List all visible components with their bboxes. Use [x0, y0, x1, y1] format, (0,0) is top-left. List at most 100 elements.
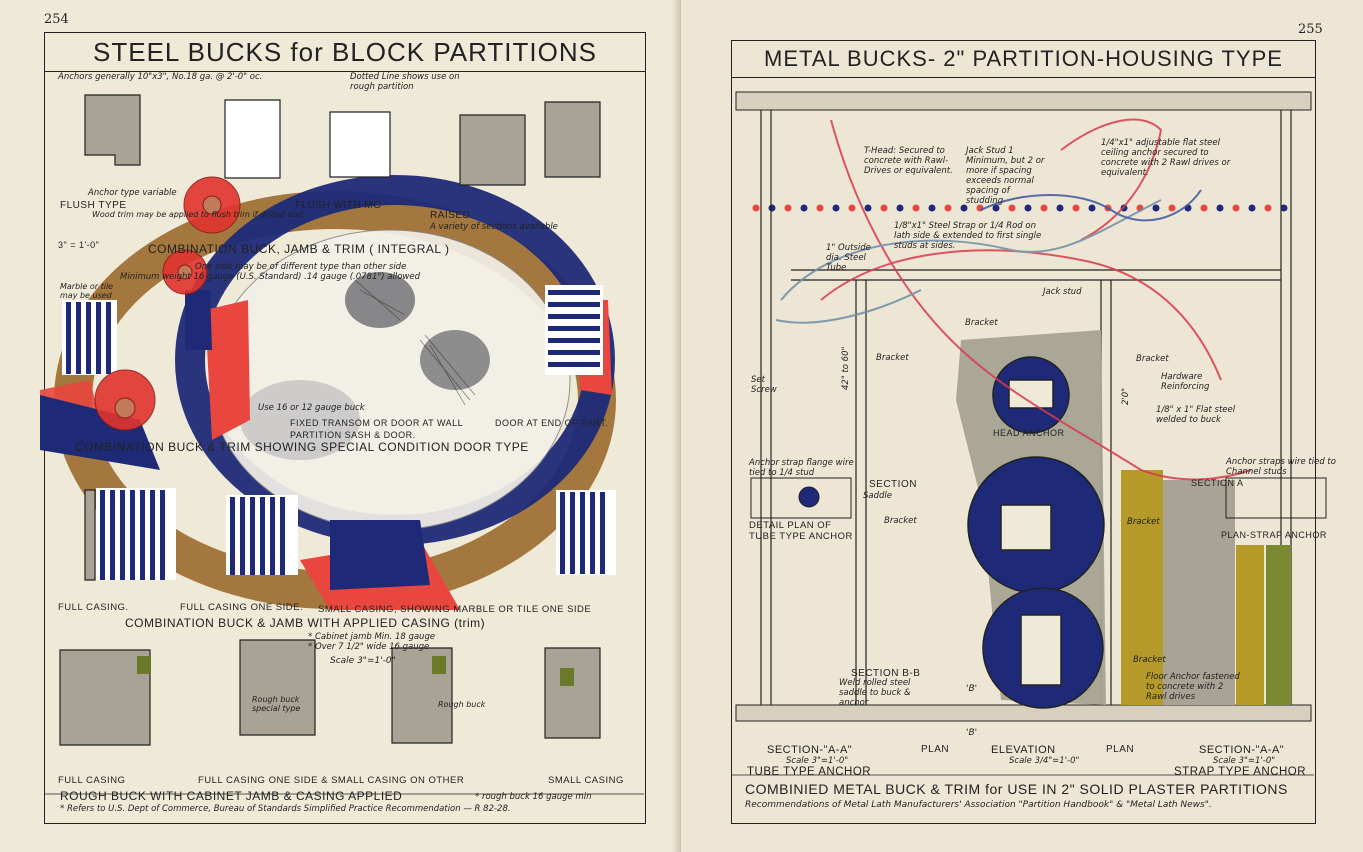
- note-variety: A variety of sections available: [430, 222, 558, 232]
- note-use-16: Use 16 or 12 gauge buck: [258, 403, 365, 413]
- caption-full-casing-one: FULL CASING ONE SIDE.: [180, 602, 304, 613]
- caption-section-aa-left: SECTION-"A-A": [767, 744, 853, 756]
- note-bracket-3: Bracket: [1136, 354, 1169, 364]
- note-outside-dia: 1" Outside dia. Steel Tube: [826, 243, 871, 273]
- caption-flush-type: FLUSH TYPE: [60, 200, 127, 211]
- dot-mark: [1056, 204, 1064, 212]
- dot-mark: [992, 204, 1000, 212]
- note-refers: * Refers to U.S. Dept of Commerce, Burea…: [60, 804, 511, 814]
- note-jack-stud-min: Jack Stud 1 Minimum, but 2 or more if sp…: [966, 146, 1045, 206]
- caption-plan-left: PLAN: [921, 744, 950, 755]
- right-title-box: METAL BUCKS- 2" PARTITION-HOUSING TYPE: [732, 41, 1315, 78]
- note-jack-stud: Jack stud: [1043, 287, 1082, 297]
- dot-mark: [768, 204, 776, 212]
- note-weld: Weld rolled steel saddle to buck & ancho…: [839, 678, 911, 708]
- dot-mark: [752, 204, 760, 212]
- right-page-title: METAL BUCKS- 2" PARTITION-HOUSING TYPE: [764, 46, 1283, 71]
- scale-34: Scale 3/4"=1'-0": [1009, 756, 1080, 766]
- caption-full-casing: FULL CASING.: [58, 602, 129, 613]
- left-page-title: STEEL BUCKS for BLOCK PARTITIONS: [93, 36, 597, 67]
- right-page-number: 255: [1298, 22, 1323, 37]
- caption-special: COMBINATION BUCK & TRIM SHOWING SPECIAL …: [75, 440, 529, 454]
- dot-mark: [784, 204, 792, 212]
- note-one-side: One side may be of different type than o…: [195, 262, 407, 272]
- caption-flush-with: FLUSH WITH MO: [295, 200, 382, 211]
- caption-elevation: ELEVATION: [991, 744, 1056, 756]
- dot-mark: [944, 204, 952, 212]
- scale-3-right: Scale 3"=1'-0": [1213, 756, 1276, 766]
- dot-mark: [864, 204, 872, 212]
- left-title-box: STEEL BUCKS for BLOCK PARTITIONS: [45, 33, 645, 72]
- dot-mark: [1280, 204, 1288, 212]
- dot-mark: [800, 204, 808, 212]
- right-frame: [731, 40, 1316, 824]
- caption-bottom-title-right: COMBINIED METAL BUCK & TRIM for USE IN 2…: [745, 781, 1288, 797]
- caption-raised: RAISED: [430, 210, 471, 221]
- note-hardware: Hardware Reinforcing: [1161, 372, 1210, 392]
- note-dotted-line: Dotted Line shows use on rough partition: [350, 72, 460, 92]
- note-minimum: Minimum weight 16 gauge (U.S. Standard) …: [120, 272, 420, 282]
- scale-label-1: 3" = 1'-0": [58, 240, 100, 250]
- note-saddle: Saddle: [863, 491, 892, 501]
- note-wood-trim: Wood trim may be applied to flush trim i…: [92, 210, 303, 219]
- note-bracket-6: Bracket: [1133, 655, 1166, 665]
- note-cabinet-jamb: * Cabinet jamb Min. 18 gauge: [308, 632, 436, 642]
- note-steel-strap: 1/8"x1" Steel Strap or 1/4 Rod on lath s…: [894, 221, 1042, 251]
- dot-mark: [832, 204, 840, 212]
- dot-mark: [896, 204, 904, 212]
- left-drawings: [40, 94, 644, 795]
- note-recommendations: Recommendations of Metal Lath Manufactur…: [745, 800, 1212, 810]
- caption-section-bb: SECTION B-B: [851, 668, 921, 679]
- caption-tube-type: TUBE TYPE ANCHOR: [747, 766, 872, 778]
- caption-detail-plan: DETAIL PLAN OF TUBE TYPE ANCHOR: [749, 520, 853, 542]
- caption-small-casing-2: SMALL CASING: [548, 775, 624, 786]
- dot-mark: [880, 204, 888, 212]
- note-bracket-5: Bracket: [1127, 517, 1160, 527]
- dot-mark: [1168, 204, 1176, 212]
- dot-mark: [848, 204, 856, 212]
- note-set-screw: Set Screw: [751, 375, 777, 395]
- note-dim-20: 2'0": [1121, 387, 1131, 405]
- caption-section-aa-right: SECTION-"A-A": [1199, 744, 1285, 756]
- note-rough-gauge: * rough buck 16 gauge min: [475, 792, 592, 802]
- dot-mark: [816, 204, 824, 212]
- caption-small-casing: SMALL CASING, SHOWING MARBLE OR TILE ONE…: [318, 604, 592, 615]
- caption-section-a2: SECTION A: [1191, 478, 1244, 488]
- note-adjustable: 1/4"x1" adjustable flat steel ceiling an…: [1101, 138, 1231, 178]
- note-anchor-strap-flange: Anchor strap flange wire tied to 1/4 stu…: [749, 458, 854, 478]
- note-anchor-straps-wire: Anchor straps wire tied to Channel studs: [1226, 457, 1336, 477]
- note-rough-buck: Rough buck: [438, 700, 486, 709]
- note-rough-buck-special: Rough buck special type: [252, 695, 301, 713]
- caption-door-at-end: DOOR AT END OF PART.: [495, 418, 609, 428]
- caption-applied: COMBINATION BUCK & JAMB WITH APPLIED CAS…: [125, 616, 486, 630]
- dot-mark: [1024, 204, 1032, 212]
- left-page: 254 STEEL BUCKS for BLOCK PARTITIONS: [0, 0, 681, 852]
- caption-strap-type: STRAP TYPE ANCHOR: [1174, 766, 1307, 778]
- caption-partition-sash: PARTITION SASH & DOOR.: [290, 430, 416, 440]
- left-page-number: 254: [44, 12, 69, 27]
- label-b-bottom: 'B': [966, 728, 978, 738]
- note-bracket-1: Bracket: [965, 318, 998, 328]
- dot-mark: [1216, 204, 1224, 212]
- caption-full-casing-2: FULL CASING: [58, 775, 126, 786]
- note-flat-steel: 1/8" x 1" Flat steel welded to buck: [1156, 405, 1236, 425]
- note-dim-42: 42" to 60": [841, 346, 851, 390]
- caption-fixed: FIXED TRANSOM OR DOOR AT WALL: [290, 418, 464, 428]
- dot-mark: [1232, 204, 1240, 212]
- dot-mark: [1008, 204, 1016, 212]
- caption-section-a: SECTION: [869, 479, 917, 490]
- note-bracket-4: Bracket: [884, 516, 917, 526]
- dot-mark: [928, 204, 936, 212]
- note-anchor-type: Anchor type variable: [88, 188, 177, 198]
- note-over-7: * Over 7 1/2" wide 16 gauge: [308, 642, 430, 652]
- label-b-top: 'B': [966, 684, 978, 694]
- note-bracket-2: Bracket: [876, 353, 909, 363]
- dot-mark: [1248, 204, 1256, 212]
- dot-mark: [912, 204, 920, 212]
- note-floor-anchor: Floor Anchor fastened to concrete with 2…: [1146, 672, 1240, 702]
- dot-mark: [960, 204, 968, 212]
- caption-full-casing-one-2: FULL CASING ONE SIDE & SMALL CASING ON O…: [198, 775, 465, 786]
- dot-mark: [1040, 204, 1048, 212]
- dot-mark: [1088, 204, 1096, 212]
- caption-bottom-title-left: ROUGH BUCK WITH CABINET JAMB & CASING AP…: [60, 789, 403, 803]
